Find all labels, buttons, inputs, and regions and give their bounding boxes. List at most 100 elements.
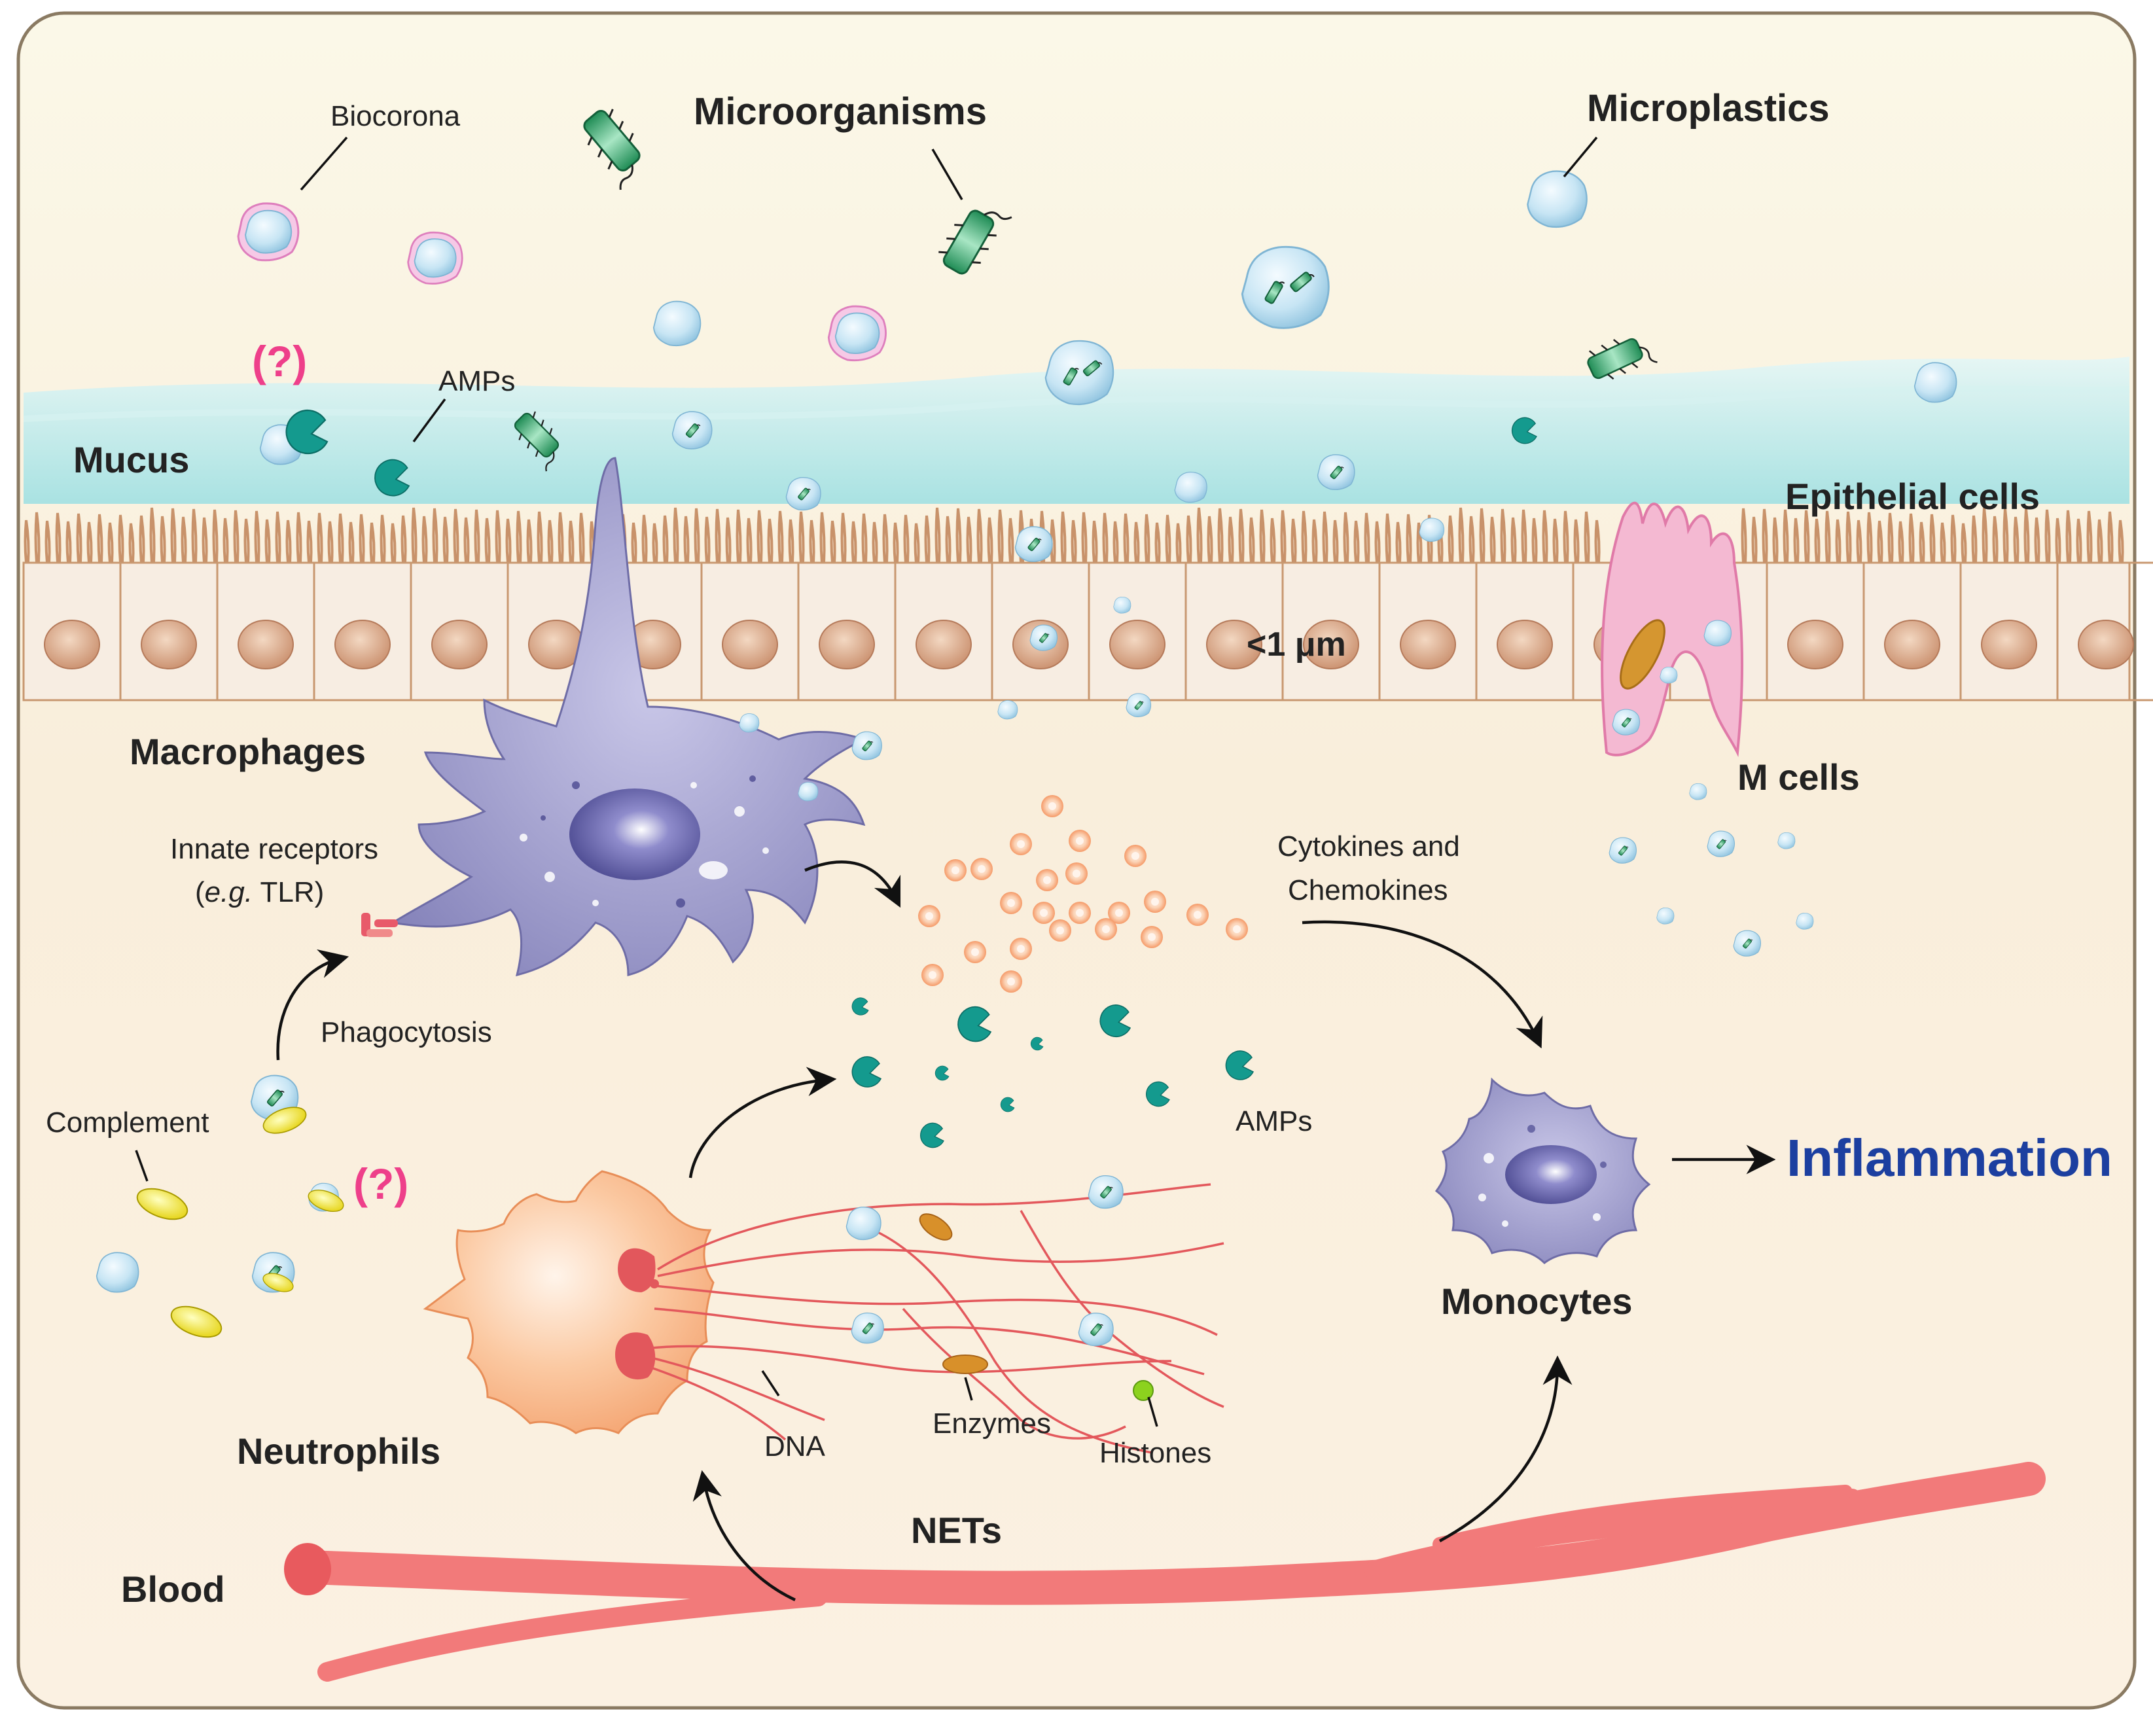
microplastic-with-bacteria xyxy=(1046,341,1113,404)
microplastic-particle xyxy=(1113,596,1131,614)
cytokine-particle xyxy=(1065,862,1088,885)
label-neutrophils: Neutrophils xyxy=(237,1430,440,1472)
cytokine-particle xyxy=(1141,926,1163,948)
microplastic-particle xyxy=(1777,832,1796,849)
cytokine-particle xyxy=(1144,891,1166,913)
microplastic-with-bacterium xyxy=(1318,455,1355,489)
microplastic-particle xyxy=(997,700,1018,720)
cytokine-particle xyxy=(1036,869,1058,891)
enzyme-particle xyxy=(942,1355,988,1374)
microplastic-with-bacterium xyxy=(1732,929,1762,957)
microplastic-particle xyxy=(1656,907,1675,925)
label-microorganisms: Microorganisms xyxy=(694,90,987,133)
microplastic-particle xyxy=(1419,518,1445,542)
blood-vessel xyxy=(284,1462,2046,1682)
cytokine-particle xyxy=(1010,938,1032,960)
label-microplastics: Microplastics xyxy=(1587,87,1830,130)
microplastic-particle xyxy=(1913,362,1957,403)
label-innate-receptors: Innate receptors xyxy=(170,833,378,865)
cytokine-particle xyxy=(1226,918,1248,940)
microplastic-with-bacterium xyxy=(786,478,821,510)
epithelial-layer xyxy=(22,507,2153,701)
label-blood: Blood xyxy=(121,1568,225,1610)
cytokine-particle xyxy=(1033,902,1055,924)
cytokine-particle xyxy=(1000,892,1022,914)
cell-nucleus xyxy=(1400,620,1456,669)
enzyme-particle xyxy=(919,1213,953,1241)
label-amps-top: AMPs xyxy=(438,365,515,397)
label-phagocytosis: Phagocytosis xyxy=(321,1016,492,1048)
microplastic-with-bacterium xyxy=(851,730,883,761)
label-complement: Complement xyxy=(46,1107,209,1139)
cytokine-particle xyxy=(1124,845,1147,867)
microplastic-with-bacterium xyxy=(1608,836,1638,864)
cytokine-particle xyxy=(1069,830,1091,852)
cell-nucleus xyxy=(819,620,875,669)
microplastic-particle xyxy=(96,1252,139,1293)
microplastic-particle xyxy=(1703,620,1732,647)
cytokine-particle xyxy=(1095,918,1117,940)
tlr-receptor-icon xyxy=(361,913,398,937)
label-histones: Histones xyxy=(1099,1437,1211,1469)
label-m-cells: M cells xyxy=(1737,756,1860,798)
arrow-macrophage-to-cytokines xyxy=(804,860,901,908)
cell-nucleus xyxy=(431,620,488,669)
macrophage-cell xyxy=(361,457,866,977)
cytokine-particle xyxy=(1010,833,1032,855)
label-inflammation: Inflammation xyxy=(1787,1129,2112,1187)
microplastic-particle xyxy=(1527,170,1588,228)
cytokine-particle xyxy=(918,905,940,927)
arrow-blood-to-neutrophil xyxy=(692,1470,796,1602)
label-enzymes: Enzymes xyxy=(933,1408,1051,1440)
microplastic-particle xyxy=(1796,912,1814,930)
cell-nucleus xyxy=(1884,620,1940,669)
microplastic-particle xyxy=(739,713,760,733)
label-epithelial-cells: Epithelial cells xyxy=(1785,476,2040,517)
microplastic-with-bacterium xyxy=(673,412,712,449)
arrow-blood-to-monocyte xyxy=(1438,1355,1573,1542)
cell-nucleus xyxy=(1109,620,1165,669)
microplastic-particle xyxy=(652,300,702,347)
cell-nucleus xyxy=(44,620,100,669)
cytokine-particle xyxy=(921,964,944,986)
cytokine-particle xyxy=(1000,970,1022,993)
microplastic-particle xyxy=(1660,666,1678,684)
label-biocorona: Biocorona xyxy=(330,100,461,132)
label-innate-receptors-example: (e.g. TLR) xyxy=(195,876,324,908)
cell-nucleus xyxy=(916,620,972,669)
cytokine-particle xyxy=(1069,902,1091,924)
microplastic-particle xyxy=(798,782,819,802)
microplastic-with-bacterium xyxy=(1706,830,1736,858)
biocorona-particle xyxy=(237,202,300,262)
microplastic-with-bacterium xyxy=(1029,624,1059,652)
cell-nucleus xyxy=(141,620,197,669)
microplastic-particle xyxy=(1174,471,1207,503)
label-question-top: (?) xyxy=(252,337,307,385)
microplastic-with-bacterium xyxy=(1125,692,1152,718)
label-amps-mid: AMPs xyxy=(1236,1105,1312,1137)
monocyte-cell xyxy=(1434,1077,1651,1264)
label-monocytes: Monocytes xyxy=(1441,1281,1633,1322)
biocorona-particle xyxy=(827,305,887,362)
microplastic-with-bacteria xyxy=(1242,247,1328,328)
cytokine-particle xyxy=(944,859,967,881)
label-size: <1 μm xyxy=(1247,626,1346,664)
label-question-bottom: (?) xyxy=(353,1160,408,1208)
cytokine-particle xyxy=(1041,795,1063,817)
label-mucus: Mucus xyxy=(73,439,189,480)
cell-nucleus xyxy=(238,620,294,669)
microplastic-with-bacterium xyxy=(1611,708,1641,736)
cell-nucleus xyxy=(1787,620,1843,669)
microplastic-with-bacterium xyxy=(1078,1313,1113,1346)
cell-nucleus xyxy=(1497,620,1553,669)
cell-nucleus xyxy=(2078,620,2134,669)
cytokine-particle xyxy=(970,858,993,880)
label-cytokines-line2: Chemokines xyxy=(1288,874,1448,906)
cytokine-particle xyxy=(964,941,986,963)
microplastic-particle xyxy=(1689,783,1707,800)
label-nets: NETs xyxy=(911,1510,1002,1551)
microplastic-with-bacterium xyxy=(1016,527,1052,561)
arrow-cytokines-to-monocytes xyxy=(1302,920,1543,1049)
microplastic-particle xyxy=(845,1206,881,1241)
